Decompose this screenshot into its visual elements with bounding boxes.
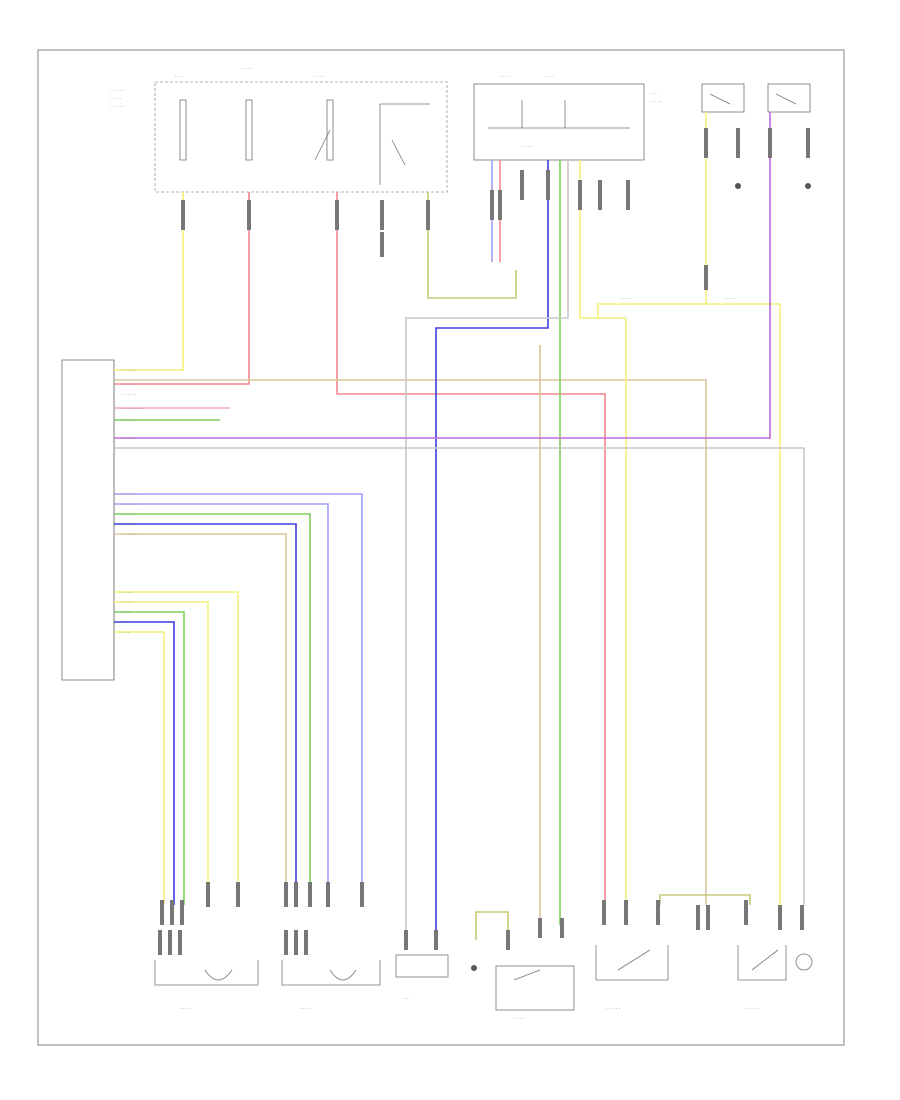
wire-yellow-c1	[114, 591, 239, 905]
wire-green-c3	[114, 611, 185, 905]
wire-yellow-c5	[114, 631, 165, 905]
connector-pins	[181, 128, 810, 290]
svg-text:· · · · · · · ·: · · · · · · · ·	[120, 436, 139, 441]
wire-yellow-2	[579, 160, 627, 905]
wire-violet	[114, 112, 771, 439]
svg-text:· · · · ·: · · · · ·	[180, 1006, 191, 1011]
wire-gray-1	[405, 160, 569, 940]
wire-red-1	[114, 192, 250, 385]
wire-yellow-3	[597, 112, 707, 318]
svg-text:· · · · ·: · · · · ·	[620, 296, 631, 301]
svg-text:· · · ·: · · · ·	[515, 1016, 524, 1021]
diagram-frame	[37, 49, 845, 1046]
svg-text:· · · ·: · · · ·	[120, 630, 129, 635]
wire-yellow-1	[114, 192, 184, 371]
svg-text:· · · · ·: · · · · ·	[300, 1006, 311, 1011]
wire-yellow-4	[706, 303, 781, 905]
svg-text:· · · · · ·: · · · · · ·	[120, 600, 134, 605]
svg-text:· · · · · ·: · · · · · ·	[110, 88, 124, 93]
wire-light-blue-b2	[114, 503, 329, 905]
svg-text:· · · ·: · · · ·	[315, 74, 324, 79]
svg-text:· · · · ·: · · · · ·	[110, 96, 121, 101]
wire-gray-2	[114, 447, 805, 905]
svg-text:· · · · · · ·: · · · · · · ·	[120, 502, 137, 507]
right-front-actuator: · · · · ·	[281, 882, 381, 1011]
wire-blue-c4	[114, 621, 175, 905]
svg-text:· · · · · · · ·: · · · · · · · ·	[120, 418, 139, 423]
svg-text:· · · · · ·: · · · · · ·	[606, 1006, 620, 1011]
svg-text:· · · · · · ·: · · · · · · ·	[120, 392, 137, 397]
wire-olive-loop	[427, 192, 517, 299]
wire-pink-long	[336, 192, 606, 905]
wire-blue-b4	[114, 523, 297, 905]
switch-upper-right-1	[701, 83, 745, 189]
svg-text:· · · · · ·: · · · · · ·	[110, 104, 124, 109]
right-lower-switch: · · · · · ·	[696, 900, 813, 1011]
svg-text:· · · · ·: · · · · ·	[120, 610, 131, 615]
svg-text:· · · · · · · · · ·: · · · · · · · · · ·	[120, 406, 144, 411]
svg-text:· · · · · ·: · · · · · ·	[120, 512, 134, 517]
svg-text:· · · ·: · · · ·	[175, 74, 184, 79]
wire-olive-center	[475, 911, 509, 940]
wire-olive-right	[659, 894, 751, 905]
main-module-connector	[61, 359, 115, 681]
svg-text:· · · ·: · · · ·	[402, 996, 411, 1001]
wire-tan-1	[114, 379, 707, 905]
center-switch: · · · ·	[471, 918, 575, 1021]
svg-text:· · · ·: · · · ·	[650, 91, 659, 96]
wire-tan-b5	[114, 533, 287, 905]
motor-sensor: · · · ·	[395, 930, 449, 1001]
wire-bundle	[114, 112, 805, 940]
control-unit-box: · · · · · · · · · · · · · · · · · · · · …	[473, 74, 661, 161]
svg-text:· · · · ·: · · · · ·	[120, 620, 131, 625]
wire-labels: · · · · · · · · · · · · · · · · · · · · …	[120, 296, 735, 635]
svg-text:· · · · · · ·: · · · · · · ·	[120, 492, 137, 497]
svg-text:· · · · · ·: · · · · · ·	[520, 144, 534, 149]
wire-light-blue-b1	[114, 493, 363, 905]
svg-text:· · · · · · ·: · · · · · · ·	[120, 522, 137, 527]
wire-yellow-c2	[114, 601, 209, 905]
wire-blue-long	[435, 160, 549, 940]
svg-text:· · · · ·: · · · · ·	[240, 66, 251, 71]
svg-text:· · · · · ·: · · · · · ·	[120, 590, 134, 595]
svg-text:· · · · ·: · · · · ·	[724, 296, 735, 301]
svg-text:· · · ·: · · · ·	[500, 74, 509, 79]
left-front-actuator: · · · · ·	[154, 882, 259, 1011]
svg-text:· · · · · ·: · · · · · ·	[745, 1006, 759, 1011]
switch-upper-right-2	[767, 83, 811, 189]
svg-text:· · · ·: · · · ·	[545, 74, 554, 79]
left-lower-switch: · · · · · ·	[595, 900, 669, 1011]
svg-text:· · · · · · ·: · · · · · · ·	[120, 368, 137, 373]
svg-text:· · · · ·: · · · · ·	[650, 99, 661, 104]
relay-fuse-box: · · · · · · · · · · · · · · · · · · · · …	[110, 66, 448, 193]
svg-text:· · · · · · ·: · · · · · · ·	[120, 532, 137, 537]
svg-text:· · · · · ·: · · · · · ·	[120, 382, 134, 387]
wire-green-b3	[114, 513, 311, 905]
